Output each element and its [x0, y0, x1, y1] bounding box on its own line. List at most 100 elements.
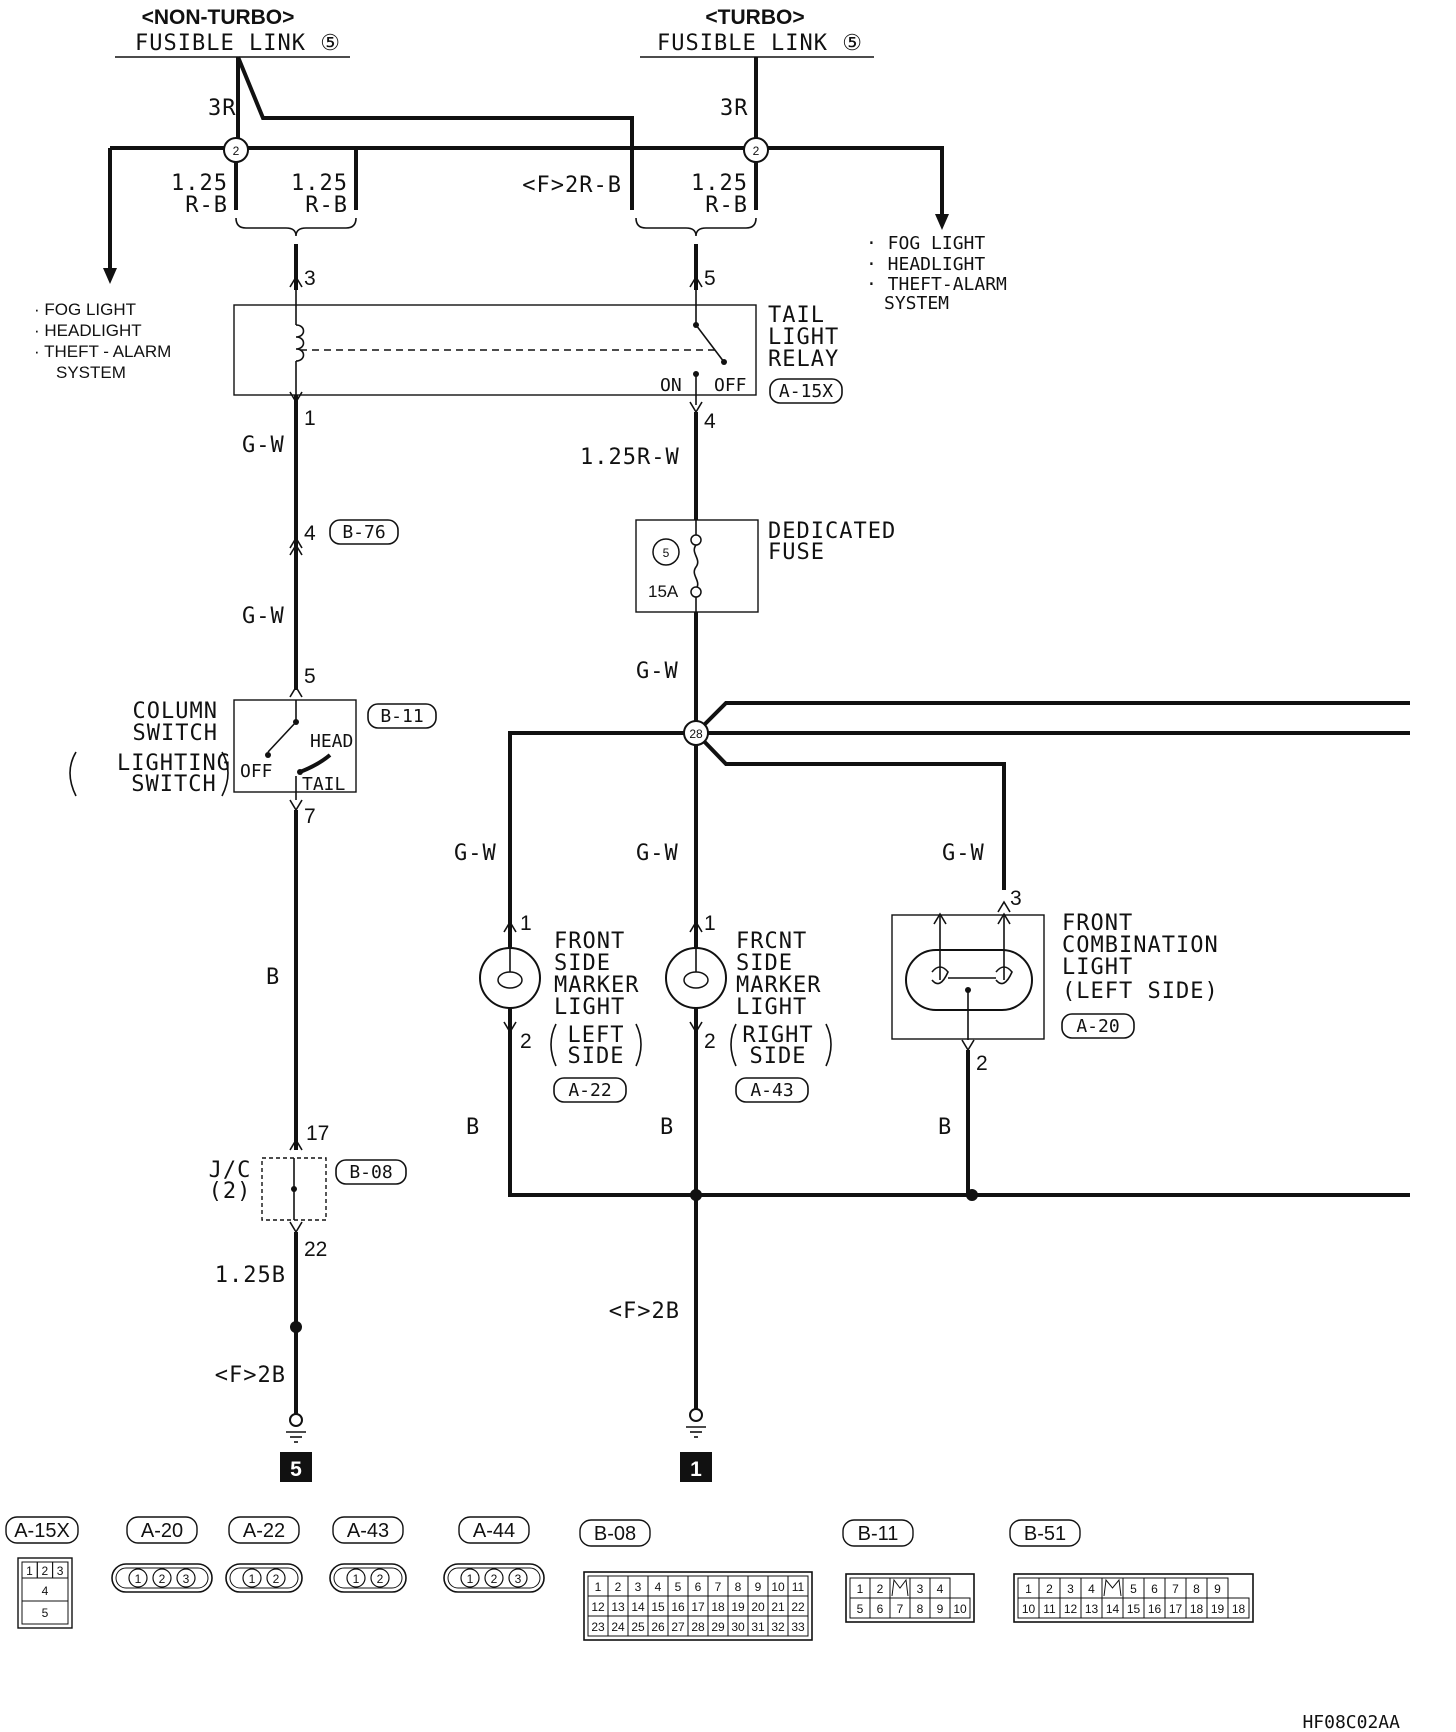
left-gw-1: G-W [242, 433, 285, 458]
legend-b08-pin: 31 [751, 1620, 765, 1634]
legend-b08-pin: 13 [611, 1600, 625, 1614]
legend-b51-tag-label: B-51 [1024, 1523, 1066, 1545]
fuse-number: 5 [663, 546, 670, 560]
relay-title-1: TAIL [768, 303, 825, 328]
non-turbo-3r-label: 3R [208, 96, 237, 121]
legend-b08-pin: 30 [731, 1620, 745, 1634]
ground-1-label: 1 [690, 1458, 702, 1481]
note-right-fog: · FOG LIGHT [866, 233, 985, 254]
legend-b51-pin: 8 [1193, 1582, 1200, 1596]
switch-off-label: OFF [240, 761, 273, 782]
marker-right-side-1: RIGHT [742, 1023, 813, 1048]
legend-b11-pin: 2 [877, 1582, 884, 1596]
legend-b51-pin: 18 [1190, 1602, 1204, 1616]
legend-b08-pin: 20 [751, 1600, 765, 1614]
turbo-fusible-link: FUSIBLE LINK ⑤ [657, 31, 863, 56]
legend-a44-tag: A-44 [458, 1516, 530, 1544]
legend-b08-pin: 9 [755, 1580, 762, 1594]
combo-title-2: COMBINATION [1062, 933, 1219, 958]
switch-connector: B-11 [380, 706, 423, 727]
legend-b51-pin: 5 [1130, 1582, 1137, 1596]
legend-a22-pin: 1 [249, 1572, 256, 1586]
top-wiring: 2 2 [103, 56, 949, 284]
splice-28: 28 [508, 701, 1410, 1201]
legend-a15x-tag-label: A-15X [14, 1520, 70, 1542]
left-125b: 1.25B [215, 1263, 286, 1288]
legend-b08-pin: 11 [792, 1580, 805, 1594]
legend-a44-pin: 3 [515, 1572, 522, 1586]
legend-b51-pin: 7 [1172, 1582, 1179, 1596]
legend-a43-pin: 2 [377, 1572, 384, 1586]
ground-5-label: 5 [290, 1458, 302, 1481]
legend-b08-pin: 32 [771, 1620, 785, 1634]
legend-b08-pin: 12 [591, 1600, 605, 1614]
non-turbo-title: <NON-TURBO> [142, 6, 295, 29]
marker-left-title-3: MARKER [554, 973, 639, 998]
combo-title-1: FRONT [1062, 911, 1133, 936]
relay-on-label: ON [660, 375, 682, 396]
marker-left-side-1: LEFT [568, 1023, 625, 1048]
combo-title-4: (LEFT SIDE) [1062, 979, 1219, 1004]
legend-b51-pin: 12 [1064, 1602, 1078, 1616]
note-left-headlight: · HEADLIGHT [34, 321, 142, 340]
legend-b51-pin: 16 [1148, 1602, 1162, 1616]
combo-gw: G-W [942, 841, 985, 866]
non-turbo-header: <NON-TURBO> FUSIBLE LINK ⑤ [115, 6, 350, 58]
legend-a22-tag-label: A-22 [243, 1520, 285, 1542]
legend-b51-pin: 2 [1046, 1582, 1053, 1596]
legend-b08-pin: 28 [691, 1620, 705, 1634]
marker-left-connector: A-22 [568, 1080, 611, 1101]
fuse-title-1: DEDICATED [768, 519, 896, 544]
legend-b11-tag: B-11 [842, 1519, 914, 1547]
jc-title-1: J/C [209, 1158, 252, 1183]
turbo-3r-label: 3R [720, 96, 749, 121]
front-combination-light: 3 2 FRONT COMBINATION LIGHT (LEFT SIDE) … [891, 887, 1219, 1195]
left-pin-5: 5 [304, 665, 316, 688]
legend-b51-pin: 18 [1232, 1602, 1246, 1616]
legend-b11-pin: 8 [917, 1602, 924, 1616]
switch-title-1: COLUMN [133, 699, 218, 724]
switch-sub-1: LIGHTING [117, 751, 231, 776]
junction-connector: J/C (2) B-08 17 22 1.25B <F>2B [209, 1122, 407, 1415]
relay-pin-5: 5 [704, 267, 716, 290]
marker-right-title-4: LIGHT [736, 995, 807, 1020]
combo-pin-2: 2 [976, 1052, 988, 1075]
non-turbo-fusible-link: FUSIBLE LINK ⑤ [135, 31, 341, 56]
legend-b08-pin: 24 [611, 1620, 625, 1634]
fuse-title-2: FUSE [768, 540, 825, 565]
note-right-theft: · THEFT-ALARM [866, 274, 1007, 295]
legend-a44-tag-label: A-44 [473, 1520, 515, 1542]
legend-b51-pin: 15 [1127, 1602, 1141, 1616]
marker-left-pin-1: 1 [520, 912, 532, 935]
legend-b51-pin: 3 [1067, 1582, 1074, 1596]
connector-b76: B-76 [342, 522, 385, 543]
legend-b08-pin: 14 [631, 1600, 645, 1614]
marker-left-pin-2: 2 [520, 1030, 532, 1053]
legend-a22-pin: 2 [273, 1572, 280, 1586]
turbo-f-branch-label: <F>2R-B [522, 173, 622, 198]
legend-a43-tag: A-43 [332, 1516, 404, 1544]
right-side-marker-light: 1 2 FRCNT SIDE MARKER LIGHT RIGHT SIDE A… [660, 912, 832, 1140]
legend-b08-pin: 3 [635, 1580, 642, 1594]
marker-left-title-2: SIDE [554, 951, 611, 976]
legend-b08-pin: 2 [615, 1580, 622, 1594]
center-chain: 1.25R-W 5 15A DEDICATED FUSE G-W [580, 412, 896, 1410]
legend-b08-pin: 10 [771, 1580, 785, 1594]
legend-b11-pin: 7 [897, 1602, 904, 1616]
legend-b08-pin: 23 [591, 1620, 605, 1634]
legend-b08-pin: 15 [651, 1600, 665, 1614]
branch-right-color: R-B [305, 193, 348, 218]
legend-b08-pin: 16 [671, 1600, 685, 1614]
turbo-junction: 2 [753, 144, 760, 158]
relay-pin-3: 3 [304, 267, 316, 290]
legend-b51-pin: 19 [1211, 1602, 1225, 1616]
marker-right-title-2: SIDE [736, 951, 793, 976]
relay-connector: A-15X [779, 381, 833, 402]
legend-b51-pin: 6 [1151, 1582, 1158, 1596]
legend-b08-pin: 19 [731, 1600, 745, 1614]
combo-pin-3: 3 [1010, 887, 1022, 910]
relay-off-label: OFF [714, 375, 747, 396]
